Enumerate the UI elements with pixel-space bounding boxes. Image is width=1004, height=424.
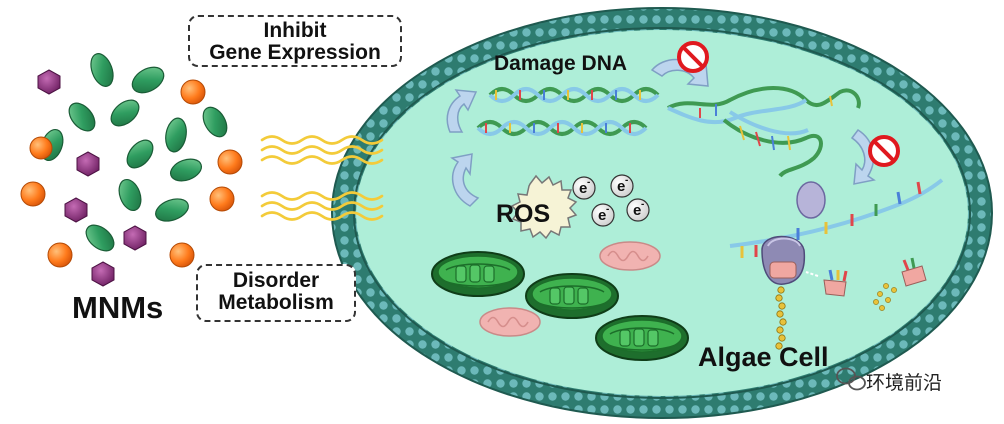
electron-labels: e - e - e - e -	[579, 175, 644, 224]
chloroplast	[525, 273, 619, 319]
wechat-icon	[836, 367, 866, 391]
dna-helix-top	[488, 87, 660, 103]
electron-label: e	[633, 202, 641, 219]
green-particles	[40, 53, 228, 252]
dna-helix-middle	[476, 120, 648, 136]
dna-damaged	[667, 86, 861, 178]
electron-charge: -	[625, 175, 628, 186]
disorder-line-1: Disorder	[232, 269, 320, 292]
electron-label: e	[598, 207, 606, 224]
ros-burst	[510, 174, 578, 240]
mnms-label: MNMs	[72, 290, 164, 325]
prohibited-icon	[677, 41, 709, 73]
algae-cell-label: Algae Cell	[698, 342, 829, 372]
electron-label: e	[617, 178, 625, 195]
damage-dna-label: Damage DNA	[494, 52, 628, 75]
electron-charge: -	[606, 204, 609, 215]
orange-particles	[20, 79, 243, 268]
inhibit-gene-expression-label: Inhibit Gene Expression	[188, 15, 402, 67]
inhibit-line-2: Gene Expression	[209, 41, 381, 65]
chloroplast	[595, 315, 689, 361]
electron-charge: -	[587, 177, 590, 188]
translation-machinery	[729, 178, 944, 350]
electron-label: e	[579, 180, 587, 197]
ros-label: ROS	[496, 200, 551, 228]
electrons	[572, 174, 650, 227]
mitochondrion	[479, 307, 541, 337]
wave-lines	[260, 135, 384, 221]
watermark-text: 环境前沿	[866, 372, 943, 394]
chloroplast	[431, 251, 525, 297]
prohibited-icon	[868, 135, 900, 167]
purple-particles	[37, 69, 147, 287]
disorder-line-2: Metabolism	[218, 291, 334, 315]
mitochondrion	[599, 241, 661, 271]
inhibit-line-1: Inhibit	[263, 19, 327, 42]
disorder-metabolism-label: Disorder Metabolism	[196, 264, 356, 322]
electron-charge: -	[641, 199, 644, 210]
mnm-particles	[20, 53, 243, 287]
